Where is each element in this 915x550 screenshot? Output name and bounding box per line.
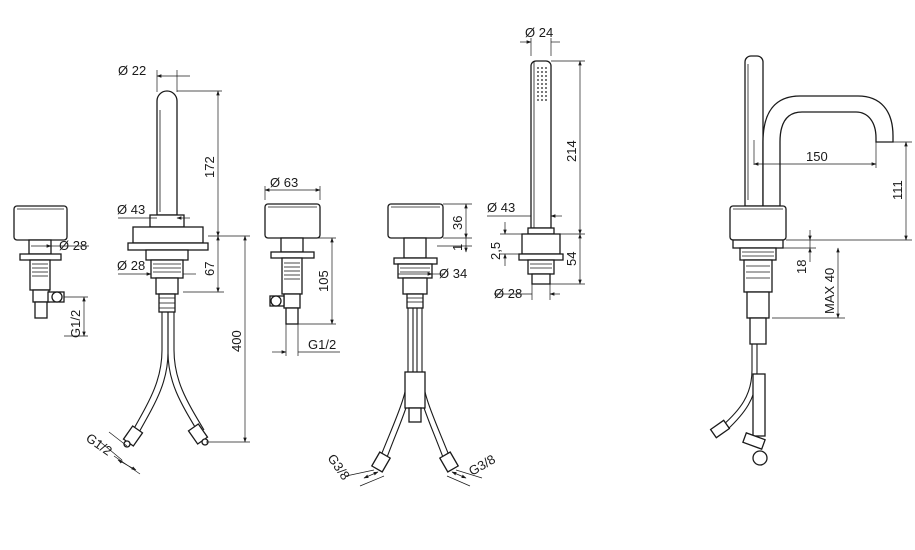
left-valve-thread-label: G1/2 bbox=[68, 310, 83, 338]
spout-plate-diameter-label: Ø 43 bbox=[117, 202, 145, 217]
diverter-hoses bbox=[370, 308, 460, 473]
diverter-gap-label: 1 bbox=[450, 244, 465, 251]
left-valve-dimensions: Ø 28 G1/2 bbox=[31, 238, 89, 338]
tall-spout-hoses bbox=[709, 344, 768, 466]
spout-below-plate-label: 67 bbox=[202, 262, 217, 276]
spout-shank-diameter-label: Ø 28 bbox=[117, 258, 145, 273]
spout-total-length-label: 400 bbox=[229, 330, 244, 352]
hand-shower-holder-height-label: 54 bbox=[564, 252, 579, 266]
spout-assembly bbox=[127, 90, 209, 313]
spout-height-label: 172 bbox=[202, 156, 217, 178]
shower-nozzle-dots bbox=[537, 67, 547, 101]
diverter-thread-left-label: G3/8 bbox=[325, 451, 353, 483]
tall-spout-dimensions: 150 111 18 MAX 40 bbox=[753, 140, 912, 319]
diverter-assembly bbox=[387, 203, 444, 309]
tall-spout-assembly bbox=[729, 55, 894, 345]
middle-valve-diameter-label: Ø 63 bbox=[270, 175, 298, 190]
diverter-thread-right-label: G3/8 bbox=[466, 452, 498, 479]
middle-valve-height-label: 105 bbox=[316, 270, 331, 292]
spout-hoses bbox=[122, 312, 209, 448]
diverter-top-height-label: 36 bbox=[450, 216, 465, 230]
tall-spout-max-deck-label: MAX 40 bbox=[822, 268, 837, 314]
hand-shower-assembly bbox=[518, 60, 564, 285]
spout-tip-diameter-label: Ø 22 bbox=[118, 63, 146, 78]
hand-shower-plate-label: 2,5 bbox=[488, 242, 503, 260]
left-valve bbox=[13, 205, 68, 319]
left-valve-diameter-label: Ø 28 bbox=[59, 238, 87, 253]
tall-spout-reach-label: 150 bbox=[806, 149, 828, 164]
spout-hose-thread-label: G1/2 bbox=[83, 430, 115, 458]
hand-shower-holder-diameter-label: Ø 43 bbox=[487, 200, 515, 215]
hand-shower-shank-diameter-label: Ø 28 bbox=[494, 286, 522, 301]
tall-spout-height-label: 111 bbox=[890, 180, 905, 200]
hand-shower-top-diameter-label: Ø 24 bbox=[525, 25, 553, 40]
middle-valve bbox=[264, 203, 321, 325]
diverter-shank-diameter-label: Ø 34 bbox=[439, 266, 467, 281]
middle-valve-thread-label: G1/2 bbox=[308, 337, 336, 352]
tall-spout-plate-label: 18 bbox=[794, 260, 809, 274]
middle-valve-dimensions: Ø 63 105 G1/2 bbox=[264, 175, 340, 356]
hand-shower-dimensions: Ø 24 214 Ø 43 2,5 54 Ø 28 bbox=[487, 25, 585, 301]
hand-shower-height-label: 214 bbox=[564, 140, 579, 162]
